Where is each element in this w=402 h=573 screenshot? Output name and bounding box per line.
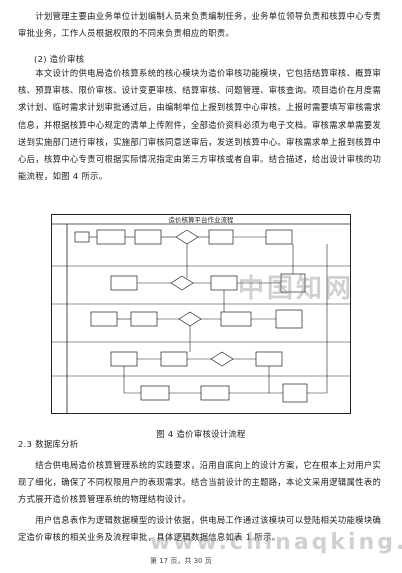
paragraph-user-info: 用户信息表作为逻辑数据模型的设计依据，供电局工作通过该模块可以登陆相关功能模块确…	[18, 515, 382, 543]
paragraph-cost-review: 本文设计的供电局造价核算系统的核心模块为造价审核功能模块，它包括结算审核、概算审…	[18, 68, 382, 182]
paragraph-plan-management: 计划管理主要由业务单位计划编制人员来负责编制任务，业务单位领导负责和核算中心专责…	[18, 11, 382, 39]
page-footer: 第 17 页，共 30 页	[150, 557, 212, 565]
flowchart-frame	[51, 214, 351, 414]
watermark-cn: 中国知网	[238, 274, 355, 304]
paragraph-database-analysis: 结合供电局造价核算管理系统的实践要求，沿用自底向上的设计方案，它在根本上对用户实…	[18, 460, 382, 505]
heading-cost-review: (2) 造价审核	[34, 54, 85, 64]
flowchart-title: 造价核算平台作业流程	[169, 215, 235, 224]
flowchart-figure: 造价核算平台作业流程	[51, 214, 351, 414]
watermark-en: www.chinaqking.com	[150, 530, 402, 555]
figure-caption: 图 4 造价审核设计流程	[156, 429, 246, 440]
heading-database-analysis: 2.3 数据库分析	[18, 439, 79, 449]
